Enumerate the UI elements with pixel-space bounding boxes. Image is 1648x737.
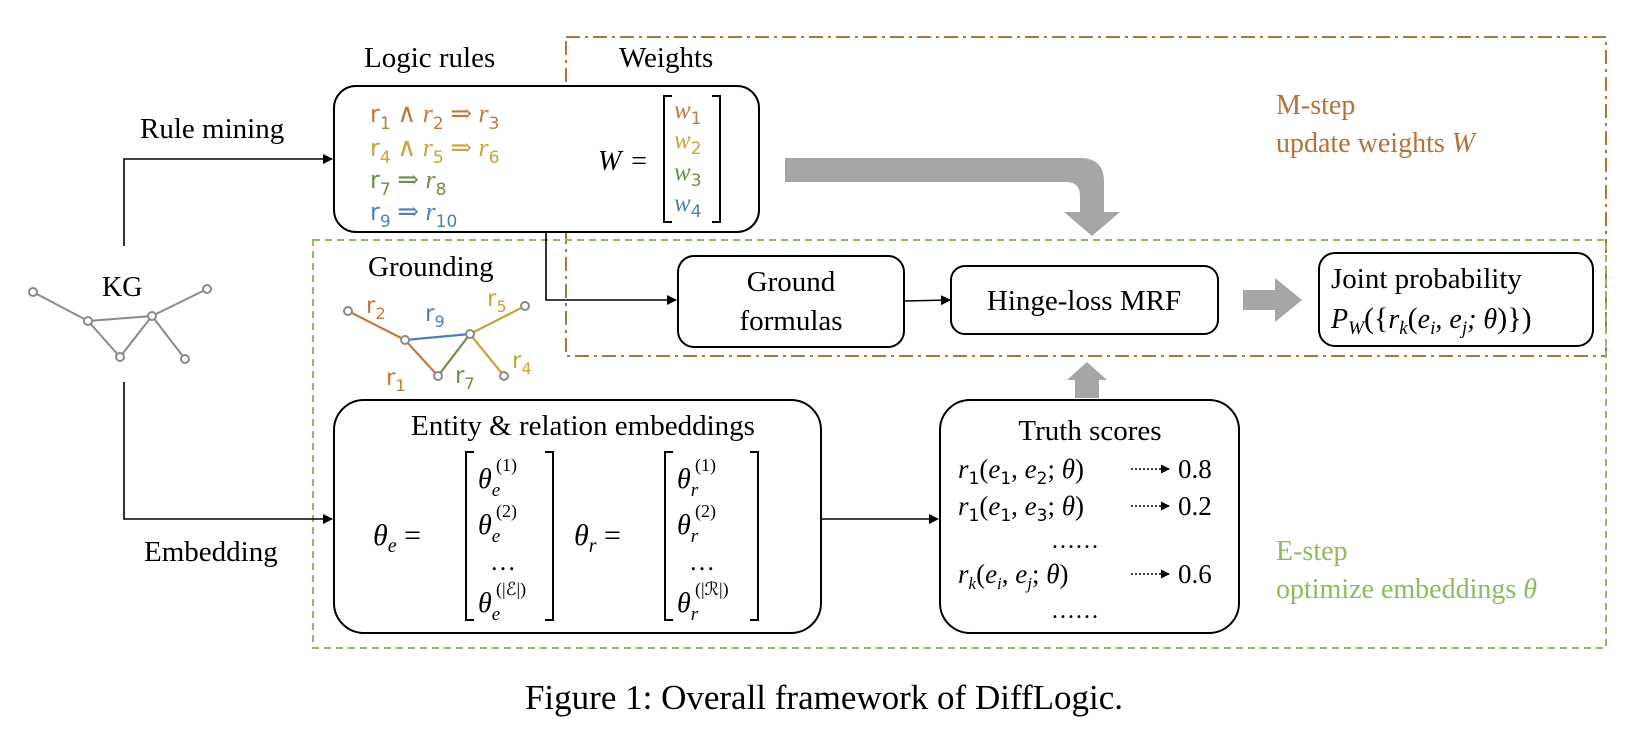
kg-node	[28, 287, 38, 297]
kg-node	[147, 311, 157, 321]
weight-entry: w4	[674, 190, 702, 222]
rule-2: r4 ∧ r5 ⇒ r6	[370, 133, 499, 168]
kg-node	[115, 352, 125, 362]
kg-node	[202, 284, 212, 294]
logic-rules-title: Logic rules	[364, 42, 495, 74]
truth-score-ellipsis: ……	[1051, 528, 1099, 554]
weight-entry: w1	[674, 97, 702, 129]
theta-r-matrix-superscript: (2)	[695, 501, 716, 522]
ground-formulas-line1: Ground	[747, 266, 836, 298]
ground-formulas-line2: formulas	[739, 305, 842, 337]
truth-scores-title: Truth scores	[1018, 415, 1161, 447]
grounding-edge-label: r4	[512, 348, 532, 378]
theta-e-matrix-ellipsis: …	[490, 547, 516, 576]
weights-lhs: W=	[598, 146, 648, 177]
m-step-description: update weights W	[1276, 128, 1478, 159]
grounding-node	[433, 371, 443, 381]
mrf-to-joint-arrow	[1243, 278, 1302, 322]
rule-mining-label: Rule mining	[140, 113, 284, 145]
grounding-edge-label: r1	[386, 365, 406, 395]
e-step-description: optimize embeddings θ	[1276, 574, 1537, 605]
theta-e-matrix-superscript: (1)	[496, 455, 517, 476]
embedding-arrow	[123, 382, 333, 524]
embeddings-title: Entity & relation embeddings	[411, 410, 755, 442]
embeddings-box	[333, 399, 822, 634]
truth-score-value: 0.6	[1178, 559, 1212, 589]
theta-r-matrix-entry: θr	[677, 510, 699, 547]
theta-r-matrix-entry: θr	[677, 464, 699, 501]
kg-graph	[28, 284, 212, 364]
theta-r-matrix-entry: θr	[677, 588, 699, 625]
theta-e-matrix-entry: θe	[478, 464, 500, 501]
truth-score-ellipsis: ……	[1051, 598, 1099, 624]
kg-node	[83, 316, 93, 326]
joint-probability-box	[1318, 252, 1594, 347]
weight-entry: w3	[674, 159, 702, 191]
truth-score-row: r1(e1, e3; θ)	[958, 491, 1084, 526]
theta-r-matrix-superscript: (1)	[695, 455, 716, 476]
theta-e-matrix-superscript: (|ℰ|)	[496, 579, 526, 600]
mrf-label: Hinge-loss MRF	[987, 285, 1181, 317]
kg-node	[180, 354, 190, 364]
theta-e-matrix-entry: θe	[478, 588, 500, 625]
rule-mining-arrow	[123, 154, 333, 246]
rule-1: r1 ∧ r2 ⇒ r3	[370, 99, 499, 134]
ground-to-mrf-arrow	[903, 295, 951, 306]
figure-caption: Figure 1: Overall framework of DiffLogic…	[524, 678, 1124, 717]
grounding-edge-label: r9	[425, 301, 445, 331]
embedding-label: Embedding	[144, 536, 278, 568]
grounding-node	[499, 371, 509, 381]
weights-bracket-left	[663, 95, 672, 223]
rule-4: r9 ⇒ r10	[370, 197, 457, 232]
joint-probability-formula: PW({rk(ei, ej; θ)})	[1330, 302, 1532, 339]
theta-r-matrix-bracket-left	[664, 451, 673, 621]
weights-bracket-right	[712, 95, 721, 223]
theta-e-matrix-bracket-left	[465, 451, 474, 621]
kg-label: KG	[102, 272, 142, 303]
theta-r-matrix-bracket-right	[750, 451, 759, 621]
theta-e-matrix-bracket-right	[545, 451, 554, 621]
theta-e-matrix-superscript: (2)	[496, 501, 517, 522]
grounding-node	[520, 301, 530, 311]
scores-to-mrf-arrow	[1067, 362, 1107, 398]
weights-title: Weights	[619, 42, 713, 74]
theta-r-label: θr =	[574, 519, 621, 557]
embeddings-matrices: θe =θr =θe(1)θe(2)…θe(|ℰ|)θr(1)θr(2)…θr(…	[373, 451, 759, 625]
e-step-region	[312, 239, 1607, 649]
mrf-box	[950, 265, 1219, 335]
grounding-graph: r2 r9 r5 r1 r7 r4	[343, 286, 532, 395]
theta-e-label: θe =	[373, 519, 421, 557]
theta-e-matrix-entry: θe	[478, 510, 500, 547]
weight-entry: w2	[674, 127, 702, 159]
joint-probability-title: Joint probability	[1331, 263, 1522, 295]
ground-formulas-box	[677, 255, 905, 348]
m-step-title: M-step	[1276, 90, 1355, 121]
truth-score-row: r1(e1, e2; θ)	[958, 454, 1084, 489]
grounding-title: Grounding	[368, 251, 494, 283]
truth-scores-list: r1(e1, e2; θ) 0.8 r1(e1, e3; θ) 0.2 …… rk(ei,…	[958, 454, 1212, 624]
grounding-node	[465, 329, 475, 339]
grounding-edge-label: r2	[366, 293, 386, 323]
grounding-edge-label: r7	[455, 363, 475, 393]
rule-3: r7 ⇒ r8	[370, 165, 446, 200]
e-step-title: E-step	[1276, 536, 1348, 567]
truth-score-value: 0.8	[1178, 454, 1212, 484]
truth-score-row: rk(ei, ej; θ)	[958, 559, 1069, 593]
m-step-update-arrow	[785, 158, 1120, 236]
grounding-node	[343, 306, 353, 316]
theta-r-matrix-superscript: (|ℛ|)	[695, 579, 729, 600]
truth-score-value: 0.2	[1178, 491, 1212, 521]
theta-r-matrix-ellipsis: …	[689, 547, 715, 576]
grounding-edge-label: r5	[487, 286, 507, 316]
rules-to-ground-arrow	[545, 232, 677, 305]
grounding-node	[400, 335, 410, 345]
